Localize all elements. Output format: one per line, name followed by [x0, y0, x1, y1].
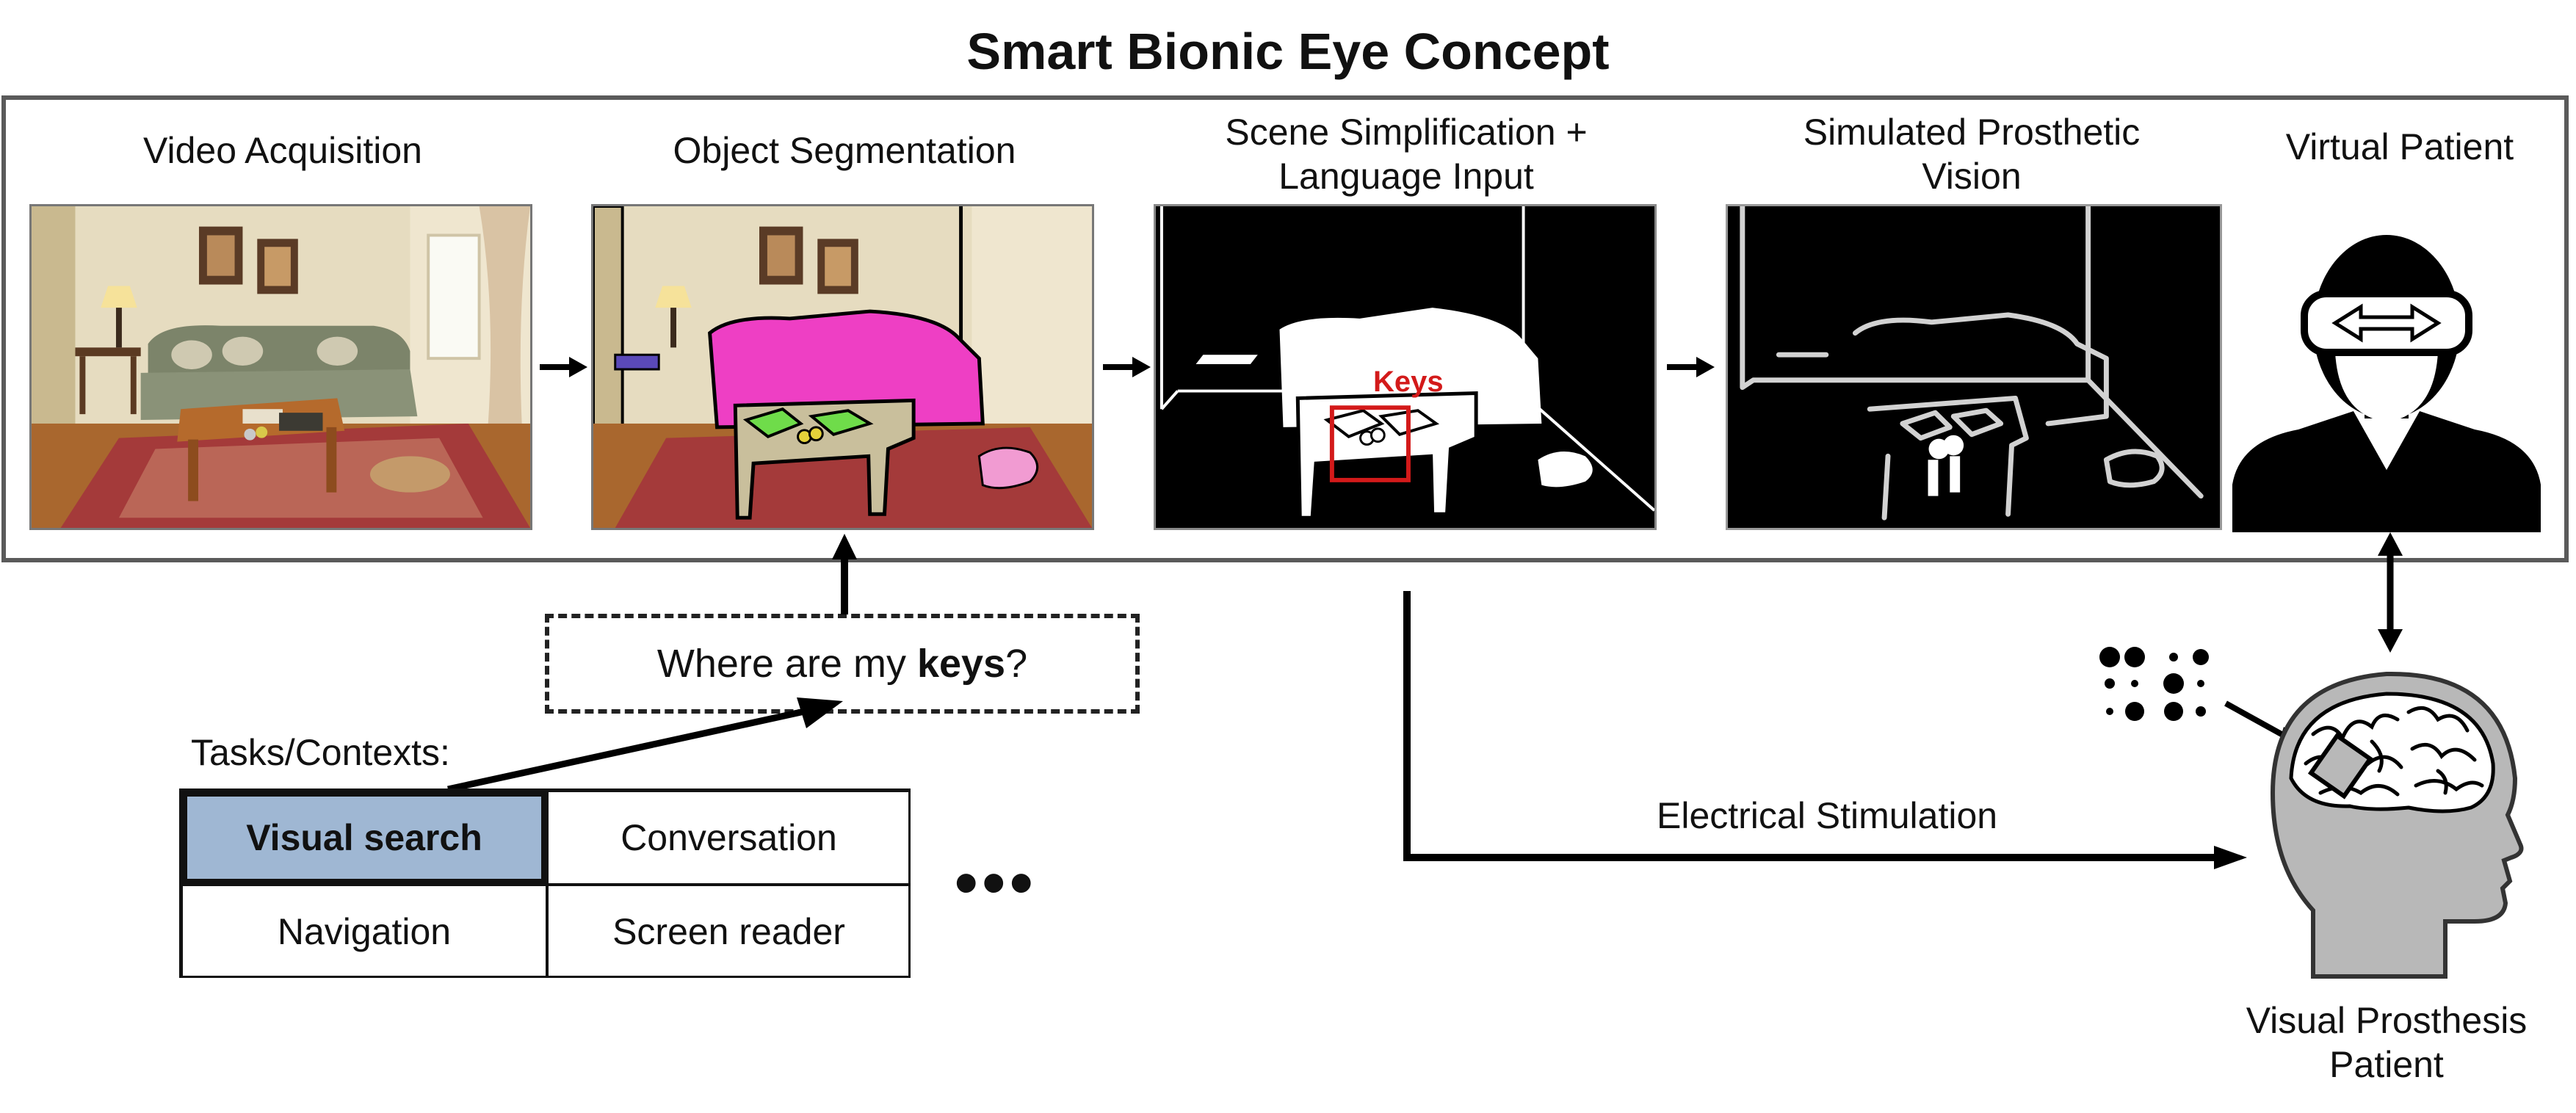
stage-title-scene-simplification: Scene Simplification + Language Input [1153, 110, 1660, 198]
stage-title-line2: Language Input [1278, 156, 1534, 197]
simplified-scene-image [1154, 204, 1657, 530]
stimulation-arrow-icon [1403, 591, 2247, 869]
phosphene-dots-icon [2099, 647, 2209, 721]
virtual-patient-icon [2232, 220, 2541, 532]
language-query-box: Where are my keys? [545, 614, 1140, 714]
stage-title-simulated-prosthetic-vision: Simulated Prosthetic Vision [1722, 110, 2221, 198]
stage-title-object-segmentation: Object Segmentation [673, 130, 1016, 171]
task-navigation[interactable]: Navigation [181, 885, 547, 978]
stage-title-line1: Simulated Prosthetic [1803, 112, 2141, 153]
query-prefix: Where are my [656, 642, 917, 686]
task-grid: Visual search Conversation Navigation Sc… [179, 788, 911, 978]
bidirectional-arrow-icon [2378, 532, 2403, 653]
arrow-right-icon [1103, 357, 1151, 377]
electrical-stimulation-label: Electrical Stimulation [1657, 795, 1998, 836]
stage-title-line2: Vision [1922, 156, 2022, 197]
task-conversation[interactable]: Conversation [547, 791, 911, 885]
stage-title-virtual-patient: Virtual Patient [2285, 126, 2514, 167]
query-suffix: ? [1005, 642, 1028, 686]
visual-prosthesis-patient-label: Visual Prosthesis Patient [2203, 998, 2570, 1087]
query-keyword: keys [916, 642, 1006, 686]
segmentation-image [591, 204, 1094, 530]
task-screen-reader[interactable]: Screen reader [547, 885, 911, 978]
keys-label: Keys [1373, 366, 1444, 398]
sofa-segment [708, 309, 985, 429]
more-tasks-ellipsis: ••• [955, 846, 1038, 920]
prosthetic-vision-image [1726, 204, 2222, 530]
arrow-right-icon [540, 357, 587, 377]
pipeline-box [1, 95, 2569, 562]
arrow-task-to-query-icon [447, 697, 843, 793]
tasks-label: Tasks/Contexts: [191, 732, 450, 773]
task-visual-search[interactable]: Visual search [181, 791, 547, 885]
patient-label-line1: Visual Prosthesis [2246, 1000, 2528, 1041]
stage-title-line1: Scene Simplification + [1225, 112, 1588, 153]
living-room-photo [29, 204, 532, 530]
patient-label-line2: Patient [2329, 1044, 2444, 1085]
diagram-title: Smart Bionic Eye Concept [966, 23, 1610, 80]
stage-title-video-acquisition: Video Acquisition [143, 130, 422, 171]
keys-highlight-box [1329, 405, 1411, 482]
arrow-right-icon [1667, 357, 1715, 377]
patient-head-icon [2270, 671, 2524, 979]
arrow-up-icon [832, 534, 857, 614]
